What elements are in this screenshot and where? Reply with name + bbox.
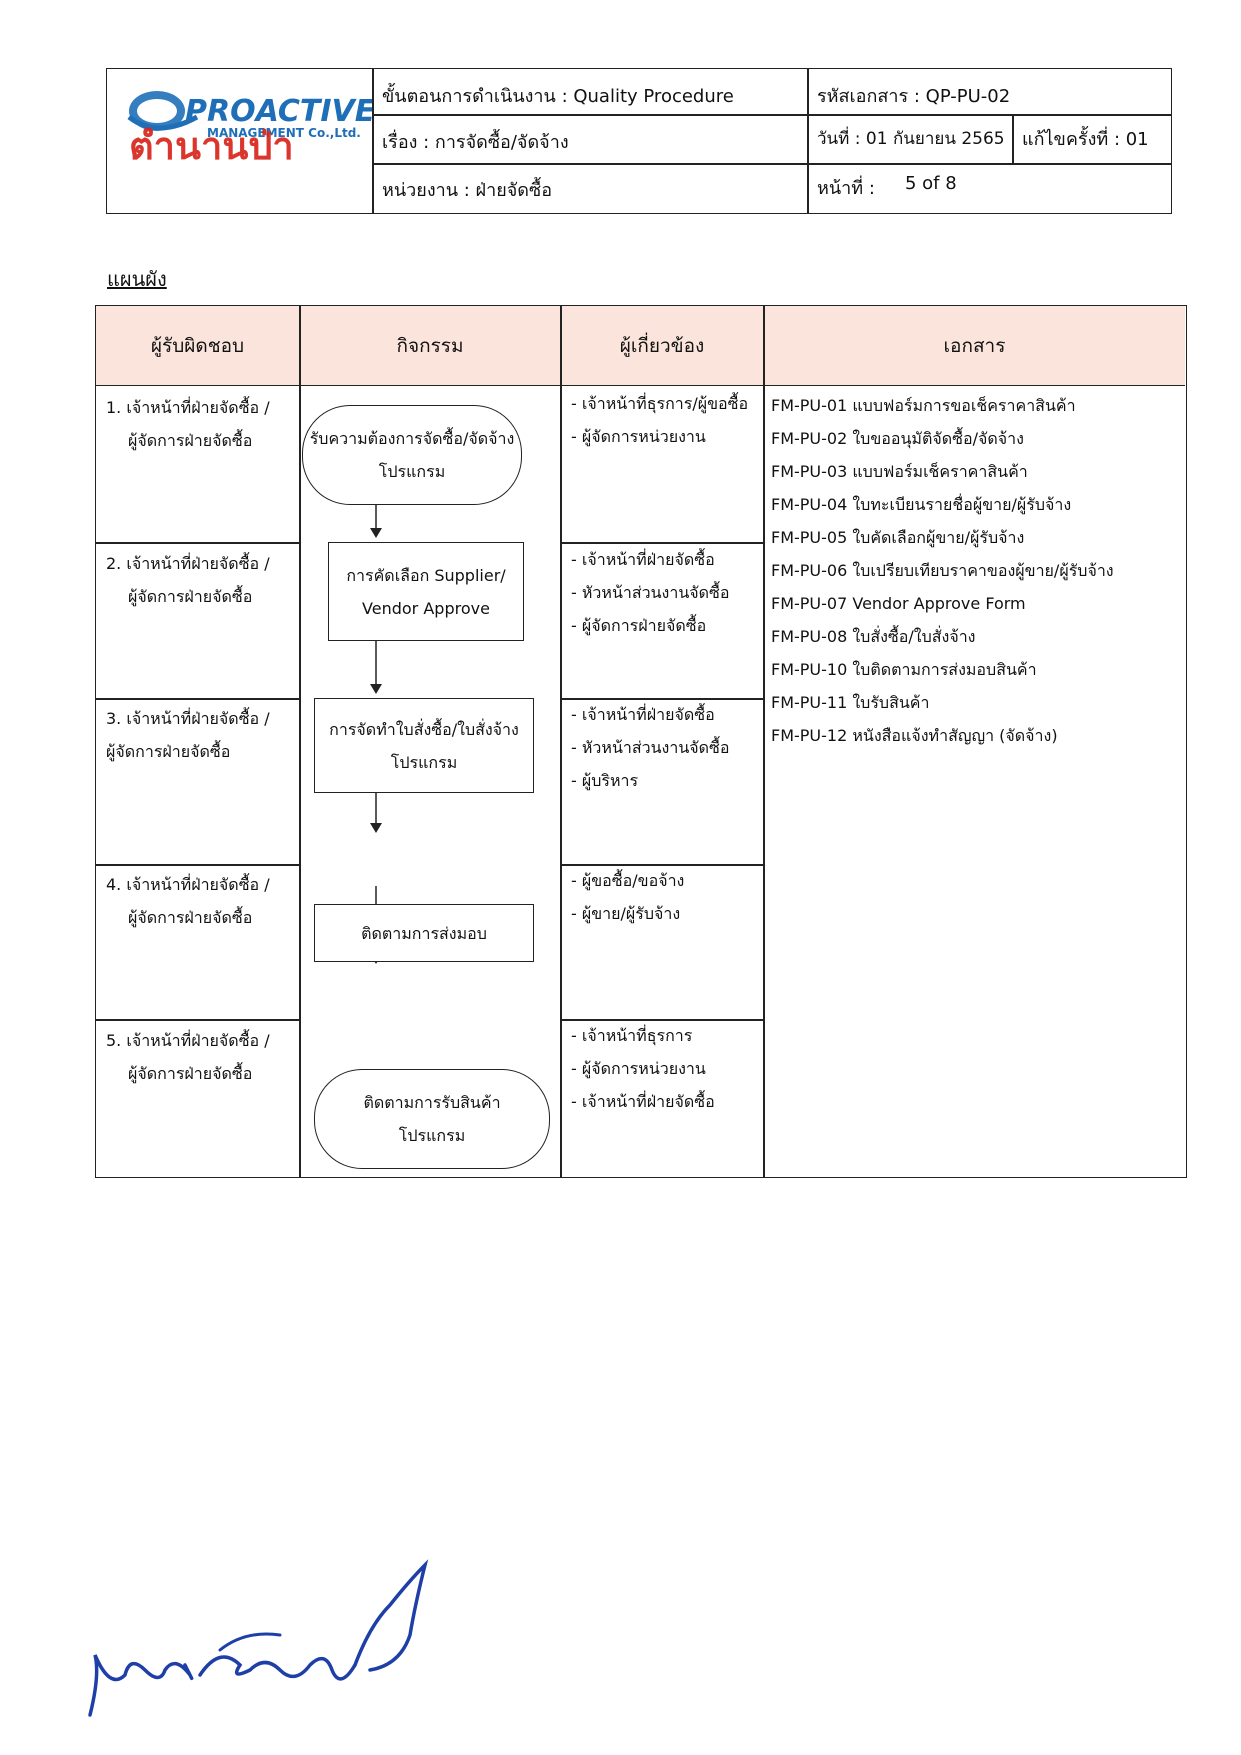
activity-text: การจัดทำใบสั่งซื้อ/ใบสั่งจ้าง	[329, 719, 519, 739]
related-row-1: - เจ้าหน้าที่ธุรการ/ผู้ขอซื้อ - ผู้จัดกา…	[571, 387, 761, 453]
related-text: - เจ้าหน้าที่ธุรการ	[571, 1026, 693, 1045]
activity-text: โปรแกรม	[390, 752, 458, 772]
document-item: FM-PU-10 ใบติดตามการส่งมอบสินค้า	[771, 660, 1037, 679]
related-text: - เจ้าหน้าที่ธุรการ/ผู้ขอซื้อ	[571, 394, 749, 413]
document-item: FM-PU-02 ใบขออนุมัติจัดซื้อ/จัดจ้าง	[771, 429, 1024, 448]
responsible-text: 3. เจ้าหน้าที่ฝ่ายจัดซื้อ /	[106, 709, 270, 728]
responsible-text: 2. เจ้าหน้าที่ฝ่ายจัดซื้อ /	[106, 554, 270, 573]
related-row-2: - เจ้าหน้าที่ฝ่ายจัดซื้อ - หัวหน้าส่วนงา…	[571, 543, 761, 642]
related-row-3: - เจ้าหน้าที่ฝ่ายจัดซื้อ - หัวหน้าส่วนงา…	[571, 698, 761, 797]
document-item: FM-PU-07 Vendor Approve Form	[771, 594, 1026, 613]
column-header-documents: เอกสาร	[764, 306, 1185, 386]
related-text: - เจ้าหน้าที่ฝ่ายจัดซื้อ	[571, 705, 715, 724]
document-header: PROACTIVE MANAGEMENT Co.,Ltd. ตำนานป่า ข…	[106, 68, 1172, 214]
svg-text:MANAGEMENT Co.,Ltd.: MANAGEMENT Co.,Ltd.	[207, 126, 361, 140]
document-item: FM-PU-01 แบบฟอร์มการขอเช็คราคาสินค้า	[771, 396, 1076, 415]
column-header-activity: กิจกรรม	[300, 306, 560, 386]
responsible-text: ผู้จัดการฝ่ายจัดซื้อ	[128, 431, 253, 450]
related-text: - ผู้จัดการหน่วยงาน	[571, 1059, 706, 1078]
document-item: FM-PU-04 ใบทะเบียนรายชื่อผู้ขาย/ผู้รับจ้…	[771, 495, 1072, 514]
revision-number: แก้ไขครั้งที่ : 01	[1022, 129, 1149, 150]
responsible-text: 1. เจ้าหน้าที่ฝ่ายจัดซื้อ /	[106, 398, 270, 417]
activity-text: รับความต้องการจัดซื้อ/จัดจ้าง	[309, 429, 515, 448]
page-number: 5 of 8	[905, 173, 957, 194]
responsible-text: ผู้จัดการฝ่ายจัดซื้อ	[128, 908, 253, 927]
column-header-responsible: ผู้รับผิดชอบ	[96, 306, 299, 386]
responsible-row-2: 2. เจ้าหน้าที่ฝ่ายจัดซื้อ / ผู้จัดการฝ่า…	[106, 547, 296, 613]
related-text: - เจ้าหน้าที่ฝ่ายจัดซื้อ	[571, 1092, 715, 1111]
responsible-text: ผู้จัดการฝ่ายจัดซื้อ	[128, 1064, 253, 1083]
document-item: FM-PU-06 ใบเปรียบเทียบราคาของผู้ขาย/ผู้ร…	[771, 561, 1114, 580]
page-label: หน้าที่ :	[817, 178, 875, 199]
documents-list: FM-PU-01 แบบฟอร์มการขอเช็คราคาสินค้า FM-…	[771, 389, 1114, 752]
responsible-row-4: 4. เจ้าหน้าที่ฝ่ายจัดซื้อ / ผู้จัดการฝ่า…	[106, 868, 296, 934]
activity-end-terminal: ติดตามการรับสินค้า โปรแกรม	[314, 1069, 550, 1169]
svg-text:PROACTIVE: PROACTIVE	[185, 94, 372, 129]
related-text: - ผู้จัดการฝ่ายจัดซื้อ	[571, 616, 707, 635]
related-text: - เจ้าหน้าที่ฝ่ายจัดซื้อ	[571, 550, 715, 569]
related-text: - ผู้จัดการหน่วยงาน	[571, 427, 706, 446]
activity-text: การคัดเลือก Supplier/	[346, 565, 506, 585]
responsible-text: ผู้จัดการฝ่ายจัดซื้อ	[106, 742, 231, 761]
responsible-row-3: 3. เจ้าหน้าที่ฝ่ายจัดซื้อ / ผู้จัดการฝ่า…	[106, 702, 296, 768]
activity-create-po: การจัดทำใบสั่งซื้อ/ใบสั่งจ้าง โปรแกรม	[314, 698, 534, 793]
flowchart-table: ผู้รับผิดชอบ กิจกรรม ผู้เกี่ยวข้อง เอกสา…	[95, 305, 1187, 1178]
procedure-title: ขั้นตอนการดำเนินงาน : Quality Procedure	[382, 86, 734, 107]
document-item: FM-PU-05 ใบคัดเลือกผู้ขาย/ผู้รับจ้าง	[771, 528, 1025, 547]
activity-text: Vendor Approve	[362, 598, 490, 618]
activity-select-supplier: การคัดเลือก Supplier/ Vendor Approve	[328, 542, 524, 641]
arrow-head-icon	[370, 528, 382, 538]
related-text: - ผู้บริหาร	[571, 771, 639, 790]
related-text: - ผู้ขอซื้อ/ขอจ้าง	[571, 871, 685, 890]
related-row-5: - เจ้าหน้าที่ธุรการ - ผู้จัดการหน่วยงาน …	[571, 1019, 761, 1118]
activity-text: ติดตามการส่งมอบ	[361, 923, 487, 943]
document-code: รหัสเอกสาร : QP-PU-02	[817, 86, 1011, 107]
related-row-4: - ผู้ขอซื้อ/ขอจ้าง - ผู้ขาย/ผู้รับจ้าง	[571, 864, 761, 930]
svg-text:ตำนานป่า: ตำนานป่า	[129, 124, 294, 168]
activity-text: ติดตามการรับสินค้า	[363, 1093, 501, 1112]
responsible-text: 4. เจ้าหน้าที่ฝ่ายจัดซื้อ /	[106, 875, 270, 894]
related-text: - หัวหน้าส่วนงานจัดซื้อ	[571, 738, 730, 757]
responsible-row-5: 5. เจ้าหน้าที่ฝ่ายจัดซื้อ / ผู้จัดการฝ่า…	[106, 1024, 296, 1090]
section-title: แผนผัง	[107, 267, 167, 291]
activity-track-delivery: ติดตามการส่งมอบ	[314, 904, 534, 962]
department: หน่วยงาน : ฝ่ายจัดซื้อ	[382, 180, 552, 201]
handwritten-signature	[70, 1505, 450, 1739]
related-text: - หัวหน้าส่วนงานจัดซื้อ	[571, 583, 730, 602]
document-item: FM-PU-03 แบบฟอร์มเช็คราคาสินค้า	[771, 462, 1028, 481]
column-header-related: ผู้เกี่ยวข้อง	[561, 306, 763, 386]
activity-text: โปรแกรม	[398, 1126, 466, 1145]
effective-date: วันที่ : 01 กันยายน 2565	[817, 129, 1005, 149]
arrow-head-icon	[370, 823, 382, 833]
responsible-row-1: 1. เจ้าหน้าที่ฝ่ายจัดซื้อ / ผู้จัดการฝ่า…	[106, 391, 296, 457]
subject: เรื่อง : การจัดซื้อ/จัดจ้าง	[382, 132, 569, 153]
related-text: - ผู้ขาย/ผู้รับจ้าง	[571, 904, 681, 923]
responsible-text: ผู้จัดการฝ่ายจัดซื้อ	[128, 587, 253, 606]
activity-start-terminal: รับความต้องการจัดซื้อ/จัดจ้าง โปรแกรม	[302, 405, 522, 505]
activity-text: โปรแกรม	[378, 462, 446, 481]
company-logo: PROACTIVE MANAGEMENT Co.,Ltd. ตำนานป่า	[107, 69, 376, 213]
arrow-head-icon	[370, 684, 382, 694]
document-item: FM-PU-11 ใบรับสินค้า	[771, 693, 930, 712]
responsible-text: 5. เจ้าหน้าที่ฝ่ายจัดซื้อ /	[106, 1031, 270, 1050]
document-item: FM-PU-08 ใบสั่งซื้อ/ใบสั่งจ้าง	[771, 627, 976, 646]
document-item: FM-PU-12 หนังสือแจ้งทำสัญญา (จัดจ้าง)	[771, 726, 1058, 745]
